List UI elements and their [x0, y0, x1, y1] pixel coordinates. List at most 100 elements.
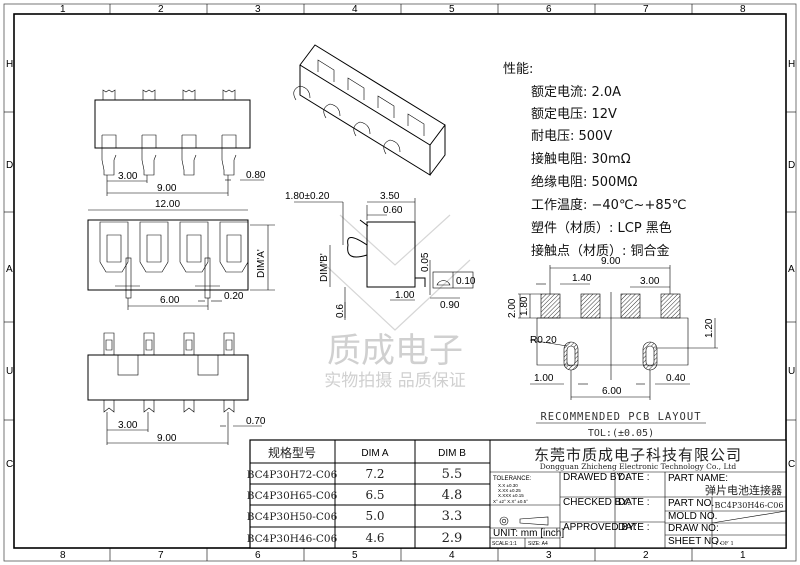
- table-cell-model: BC4P30H50-C06: [247, 511, 338, 523]
- dim-pitch: 3.00: [640, 276, 660, 287]
- spec-item: 接触点（材质）: 铜合金: [531, 243, 670, 259]
- tolerance-label: TOLERANCE:: [493, 476, 532, 482]
- table-header: DIM B: [438, 448, 466, 459]
- table-cell-dim-b: 5.5: [442, 467, 463, 482]
- tolerance-line: X.XX ±0.25: [498, 488, 521, 493]
- flatness-value: 0.10: [456, 276, 476, 287]
- dim-offset: 0.60: [383, 205, 403, 216]
- table-cell-dim-b: 2.9: [442, 531, 463, 546]
- mold-no-label: MOLD NO.: [668, 511, 717, 522]
- company-name-en: Dongguan Zhicheng Electronic Technology …: [540, 462, 737, 471]
- table-cell-dim-a: 7.2: [365, 467, 384, 481]
- zone-label: 6: [255, 550, 261, 561]
- tolerance-line: X.XXX ±0.15: [498, 493, 524, 498]
- dim-100: 1.00: [534, 373, 554, 384]
- spec-item: 接触电阻: 30mΩ: [531, 151, 631, 167]
- part-no: BC4P30H46-C06: [715, 501, 784, 510]
- dim-pin-width: 0.80: [246, 170, 266, 181]
- pcb-layout: 9.00 1.40 3.00 2.00 1.80 1.20 R0.20 1.00…: [507, 256, 718, 439]
- table-cell-dim-a: 6.5: [365, 488, 384, 502]
- table-header: 规格型号: [268, 445, 316, 460]
- dim-120: 1.20: [704, 318, 715, 338]
- company-name-cn: 东莞市质成电子科技有限公司: [534, 446, 742, 464]
- dim-pitch: 3.00: [118, 420, 138, 431]
- zone-label: 1: [60, 4, 66, 15]
- zone-label: 7: [643, 4, 649, 15]
- dim-a-label: DIM'A': [256, 249, 267, 278]
- zone-label: 8: [740, 4, 746, 15]
- dim-span: 9.00: [601, 256, 621, 267]
- isometric-view: [293, 44, 446, 176]
- dim-090: 0.90: [440, 300, 460, 311]
- dim-200: 2.00: [507, 298, 518, 318]
- specifications: 性能: 额定电流: 2.0A 额定电压: 12V 耐电压: 500V 接触电阻:…: [503, 62, 686, 259]
- date-label: DATE :: [618, 472, 649, 483]
- zone-label: H: [6, 59, 13, 70]
- spec-item: 额定电压: 12V: [531, 107, 617, 122]
- date-label: DATE :: [618, 522, 649, 533]
- spec-item: 绝缘电阻: 500MΩ: [531, 174, 638, 190]
- dim-pitch: 3.00: [118, 171, 138, 182]
- zone-label: 5: [449, 4, 455, 15]
- dim-post-span: 6.00: [160, 295, 180, 306]
- zone-label: 3: [546, 550, 552, 561]
- zone-label: 5: [352, 550, 358, 561]
- unit: UNIT: mm [inch]: [493, 528, 564, 539]
- front-view: 3.00 9.00 0.80: [94, 89, 266, 196]
- title-block: 东莞市质成电子科技有限公司 Dongguan Zhicheng Electron…: [490, 446, 787, 548]
- zone-label: D: [788, 160, 795, 171]
- zone-label: 6: [546, 4, 552, 15]
- zone-label: C: [788, 459, 795, 470]
- bottom-view: 3.00 9.00 0.70: [87, 332, 266, 445]
- zone-label: C: [6, 459, 13, 470]
- dim-180: 1.80: [519, 296, 530, 316]
- dim-040: 0.40: [666, 373, 686, 384]
- dim-06: 0.6: [335, 304, 346, 318]
- zone-label: 2: [643, 550, 649, 561]
- size: SIZE: A4: [528, 541, 548, 547]
- table-cell-dim-a: 4.6: [365, 531, 384, 545]
- part-name-label: PART NAME:: [668, 473, 728, 484]
- table-cell-dim-a: 5.0: [365, 509, 384, 523]
- dim-contact-tol: 1.80±0.20: [285, 191, 330, 202]
- dim-span: 9.00: [157, 433, 177, 444]
- spec-table: 规格型号 DIM A DIM B BC4P30H72-C06 7.2 5.5 B…: [247, 439, 787, 549]
- spec-item: 额定电流: 2.0A: [531, 85, 621, 100]
- spec-item: 耐电压: 500V: [531, 129, 612, 144]
- dim-length: 12.00: [155, 199, 180, 210]
- zone-label: A: [788, 264, 795, 275]
- watermark-brand: 质成电子: [327, 331, 463, 371]
- angle-tolerance: X° ±2° X.X° ±0.5°: [493, 499, 528, 504]
- dim-depth: 3.50: [380, 191, 400, 202]
- zone-label: 3: [255, 4, 261, 15]
- draw-no-label: DRAW NO:: [668, 523, 719, 534]
- dim-radius: R0.20: [530, 335, 557, 346]
- zone-label: 1: [740, 550, 746, 561]
- part-name: 弹片电池连接器: [705, 483, 782, 497]
- zone-label: U: [788, 366, 795, 377]
- checked-by-label: CHECKED BY:: [563, 497, 630, 508]
- table-cell-model: BC4P30H65-C06: [247, 490, 338, 502]
- table-cell-model: BC4P30H72-C06: [247, 469, 338, 481]
- dim-600: 6.00: [602, 386, 622, 397]
- zone-label: 8: [60, 550, 66, 561]
- spec-item: 塑件（材质）: LCP 黑色: [531, 220, 672, 236]
- zone-label: U: [6, 366, 13, 377]
- dim-post-width: 0.20: [224, 291, 244, 302]
- specs-title: 性能:: [503, 62, 533, 77]
- approved-by-label: APPROVED BY:: [563, 522, 637, 533]
- top-view: 12.00 6.00 0.20 DIM'A': [87, 199, 275, 310]
- dim-pin-width: 0.70: [246, 416, 266, 427]
- side-view: 1.80±0.20 3.50 0.60 DIM'B' 0.05 0.10 0.9…: [285, 191, 476, 320]
- dim-b-label: DIM'B': [319, 253, 330, 282]
- tolerance-line: X.X ±0.30: [498, 483, 518, 488]
- date-label: DATE :: [618, 497, 649, 508]
- table-header: DIM A: [361, 448, 389, 459]
- table-cell-dim-b: 4.8: [442, 488, 463, 503]
- zone-label: D: [6, 160, 13, 171]
- sheet-no: 1 OF 1: [715, 541, 734, 547]
- table-cell-dim-b: 3.3: [442, 509, 463, 524]
- table-cell-model: BC4P30H46-C06: [247, 533, 338, 545]
- zone-label: 2: [158, 4, 164, 15]
